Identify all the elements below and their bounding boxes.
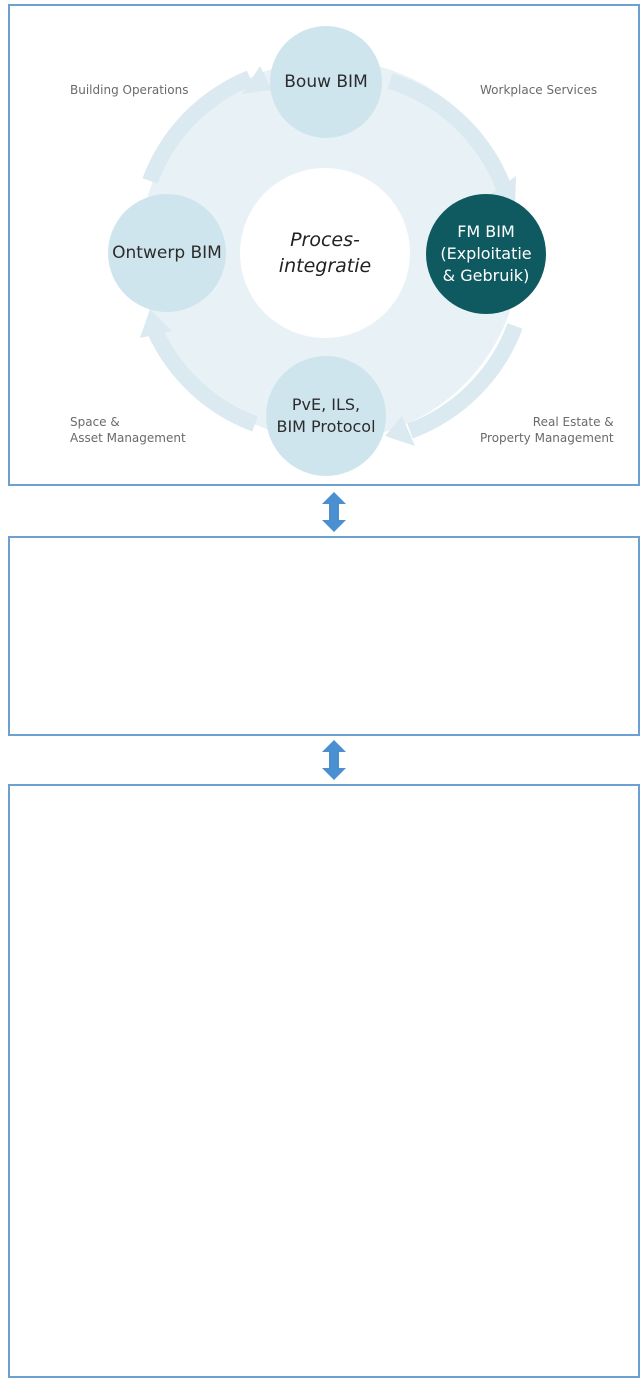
- process-center-circle: Proces- integratie: [240, 168, 410, 338]
- middle-panel: [8, 536, 640, 736]
- double-arrow-2: [322, 740, 346, 780]
- process-center-label: Proces- integratie: [278, 229, 372, 277]
- corner-building-operations: Building Operations: [70, 83, 189, 97]
- node-ontwerp-bim: Ontwerp BIM: [108, 194, 226, 312]
- corner-real-estate: Real Estate & Property Management: [480, 415, 614, 445]
- corner-workplace-services: Workplace Services: [480, 83, 598, 97]
- corner-space-asset: Space & Asset Management: [70, 415, 186, 445]
- node-ontwerp-bim-label: Ontwerp BIM: [112, 243, 222, 263]
- node-fm-bim: FM BIM (Exploitatie & Gebruik): [426, 194, 546, 314]
- node-fm-bim-label: FM BIM (Exploitatie & Gebruik): [440, 222, 532, 285]
- eim-panel: [8, 784, 640, 1378]
- data-ring-shape: [10, 538, 638, 734]
- node-bouw-bim-label: Bouw BIM: [284, 72, 368, 92]
- process-integration-panel: Proces- integratie Bouw BIM Ontwerp BIM …: [8, 4, 640, 486]
- double-arrow-1: [322, 492, 346, 532]
- node-pve-ils-label: PvE, ILS, BIM Protocol: [276, 395, 376, 436]
- node-pve-ils: PvE, ILS, BIM Protocol: [266, 356, 386, 476]
- node-bouw-bim: Bouw BIM: [270, 26, 382, 138]
